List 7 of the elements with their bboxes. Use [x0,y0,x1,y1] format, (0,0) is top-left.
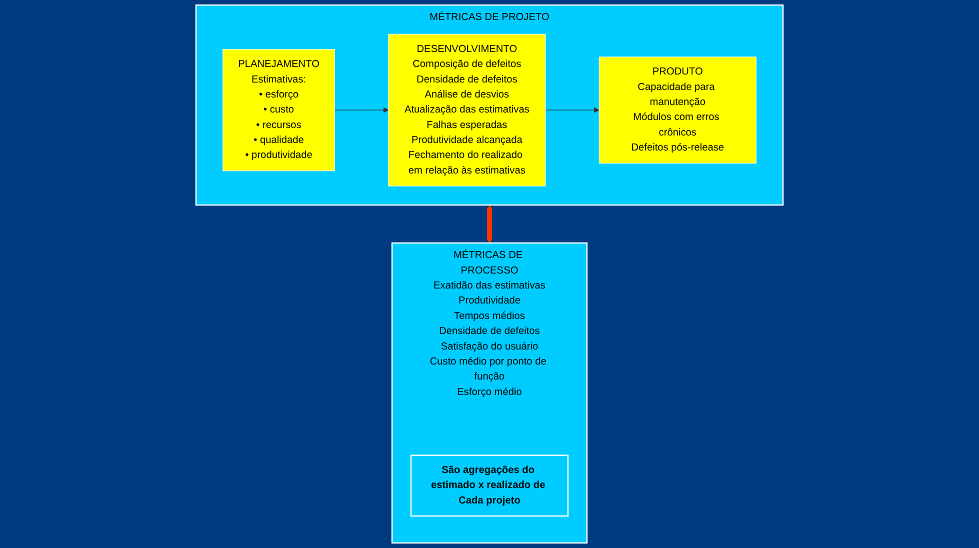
arrow [486,205,492,244]
arrow [334,107,389,113]
node-box: DESENVOLVIMENTO Composição de defeitos Densidade de defeitos Análise de desvios Atualização das estimativas Falhas esperadas Produtividade alcançada Fechamento do realizado em relação às estimativas [388,34,546,186]
arrow [545,107,600,113]
node-box: PLANEJAMENTO Estimativas: • esforço • custo • recursos • qualidade • produtividade [222,49,335,172]
node-box: PRODUTO Capacidade para manutenção Módulos com erros crônicos Defeitos pós-release [598,56,756,164]
node-box: São agregações do estimado x realizado de Cada projeto [410,454,569,517]
